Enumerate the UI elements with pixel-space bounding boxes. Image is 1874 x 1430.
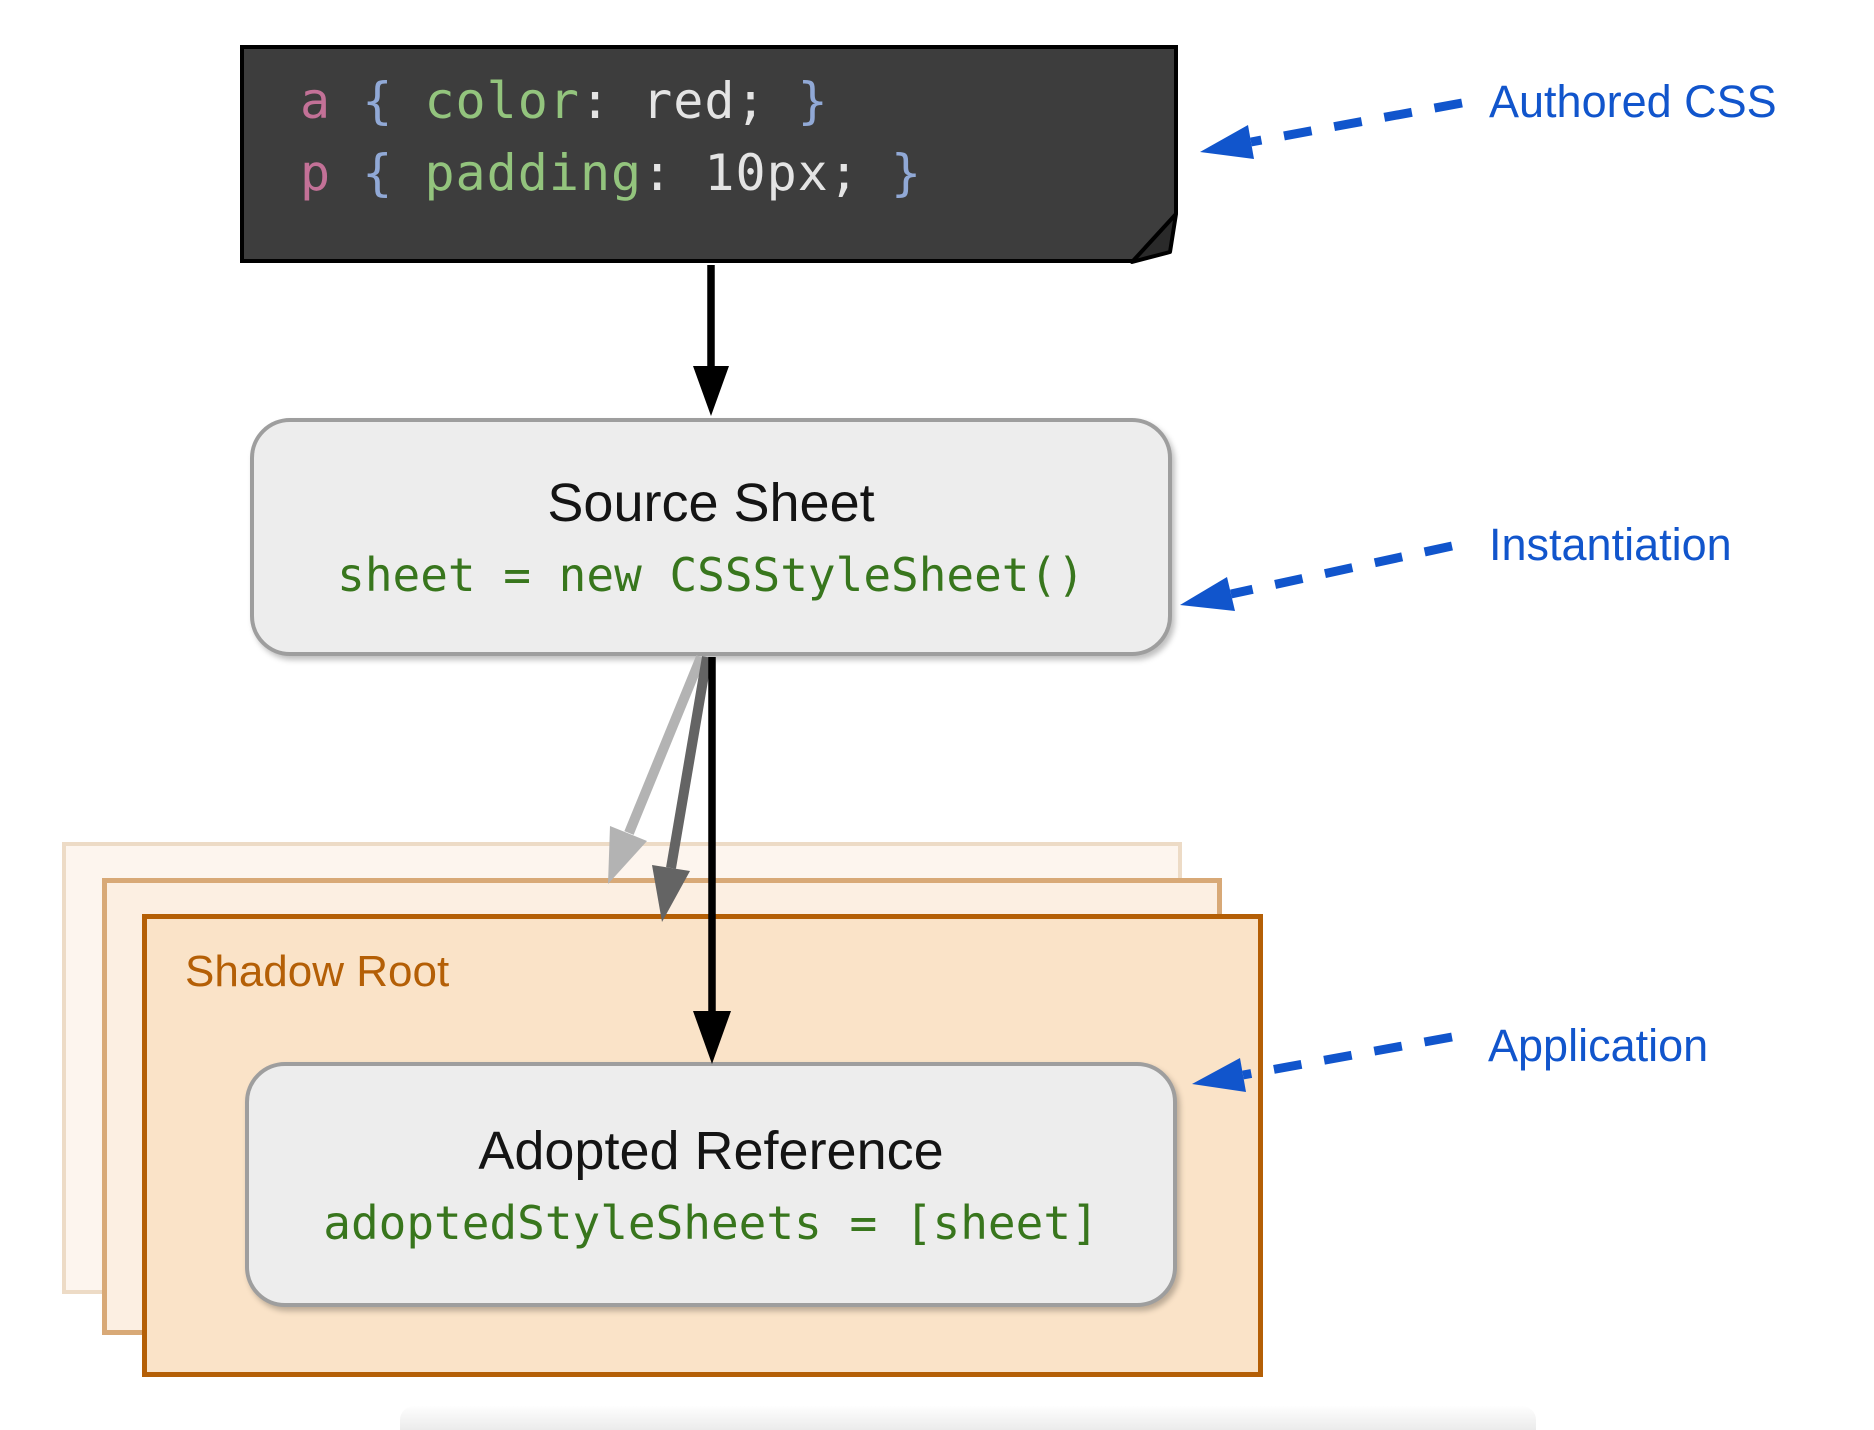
source-sheet-title: Source Sheet (547, 473, 875, 533)
adopted-reference-code: adoptedStyleSheets = [sheet] (323, 1195, 1099, 1250)
authored-css-code-block: a { color: red; } p { padding: 10px; } (240, 45, 1178, 263)
shadow-root-label: Shadow Root (185, 947, 450, 996)
source-sheet-code: sheet = new CSSStyleSheet() (337, 548, 1085, 602)
css-selector: p (300, 144, 363, 202)
source-sheet-box: Source Sheet sheet = new CSSStyleSheet() (250, 418, 1172, 656)
open-brace: { (362, 72, 425, 130)
code-line-1: a { color: red; } (300, 65, 1174, 137)
instantiation-pointer-arrow (1180, 541, 1453, 611)
bottom-partial-element (400, 1406, 1536, 1430)
css-value: : red; (579, 72, 798, 130)
arrow-authored-to-source (693, 265, 729, 416)
open-brace: { (362, 144, 425, 202)
css-property: color (424, 72, 580, 130)
code-line-2: p { padding: 10px; } (300, 137, 1174, 209)
authored-css-annotation: Authored CSS (1489, 76, 1777, 127)
authored-css-pointer-arrow (1200, 98, 1463, 159)
adopted-reference-title: Adopted Reference (478, 1120, 944, 1181)
close-brace: } (890, 144, 923, 202)
close-brace: } (797, 72, 829, 130)
css-selector: a (300, 72, 363, 130)
instantiation-annotation: Instantiation (1489, 519, 1732, 570)
adopted-reference-box: Adopted Reference adoptedStyleSheets = [… (245, 1062, 1177, 1307)
css-property: padding (424, 144, 643, 202)
css-value: : 10px; (642, 144, 891, 202)
application-annotation: Application (1488, 1020, 1709, 1071)
